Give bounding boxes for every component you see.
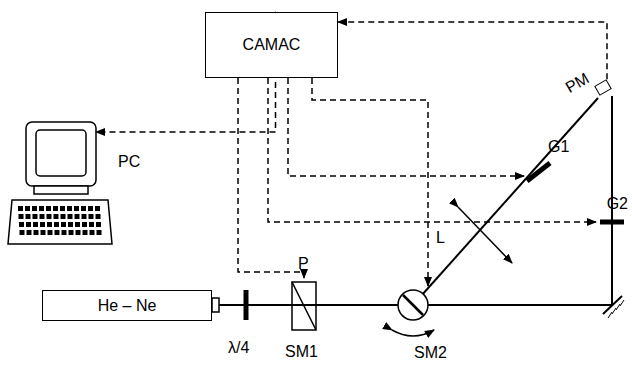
laser-beam — [219, 96, 612, 305]
controller-box: CAMAC — [205, 12, 338, 78]
control-lines — [238, 78, 596, 286]
rotating-grating — [392, 290, 434, 336]
part-label: SM2 — [414, 345, 447, 361]
lens — [458, 207, 512, 263]
mirror — [603, 296, 624, 318]
photomultiplier: PM — [594, 79, 612, 96]
part-label: SM1 — [285, 344, 318, 360]
polarizer — [292, 282, 316, 330]
part-label: G2 — [607, 196, 628, 212]
node-label: He – Ne — [98, 298, 157, 314]
node-label: PC — [118, 154, 140, 170]
part-label: P — [298, 256, 309, 272]
diffracted-beam — [413, 98, 598, 305]
part-label: L — [436, 230, 445, 246]
node-label: CAMAC — [243, 37, 301, 53]
signal-connector — [338, 22, 607, 79]
quarter-wave-plate — [244, 290, 249, 320]
laser-box: He – Ne — [42, 290, 212, 321]
grating-g1 — [527, 163, 550, 181]
node-label: PM — [563, 70, 592, 96]
part-label: λ/4 — [228, 340, 249, 356]
computer-icon — [8, 122, 112, 244]
grating-g2 — [600, 220, 624, 225]
computer: PC — [26, 122, 96, 194]
laser-aperture — [212, 298, 219, 312]
part-label: G1 — [548, 139, 569, 155]
